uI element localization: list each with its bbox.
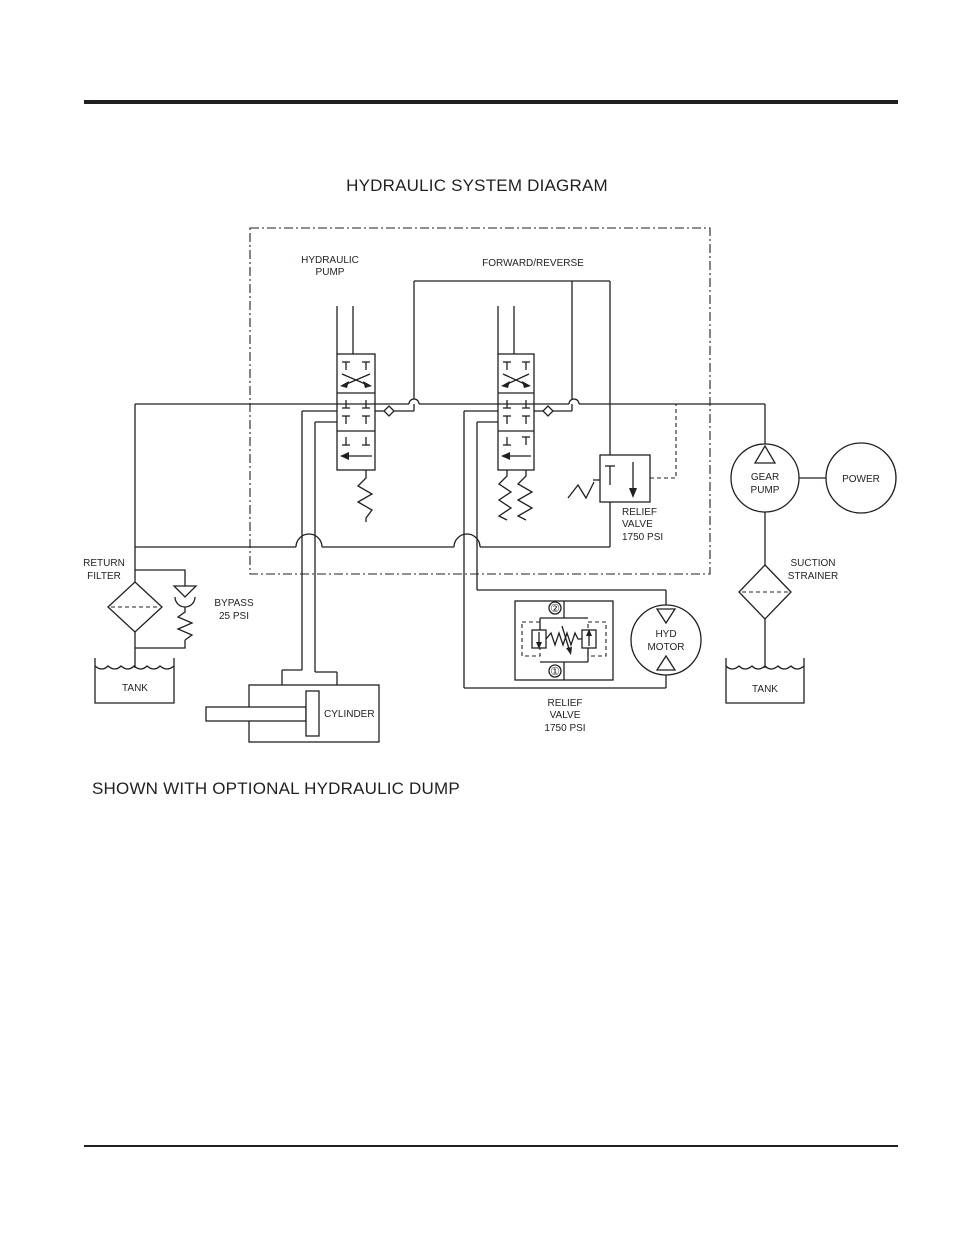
relief-valve-upper xyxy=(568,404,676,502)
label-tank-left: TANK xyxy=(122,683,148,694)
label-bypass-2: 25 PSI xyxy=(219,611,249,622)
label-relief-valve-upper-2: VALVE xyxy=(622,519,653,530)
label-hyd-motor-1: HYD xyxy=(655,629,676,640)
suction-strainer xyxy=(739,565,791,619)
label-bypass-1: BYPASS xyxy=(214,598,254,609)
label-gear-pump-2: PUMP xyxy=(751,485,780,496)
label-relief-valve-lower-3: 1750 PSI xyxy=(544,723,585,734)
label-relief-valve-upper-3: 1750 PSI xyxy=(622,532,663,543)
label-return-filter-2: FILTER xyxy=(87,571,121,582)
label-hydraulic-pump-2: PUMP xyxy=(316,267,345,278)
hyd-motor xyxy=(631,605,701,675)
pressure-line xyxy=(135,281,765,582)
label-suction-strainer-2: STRAINER xyxy=(788,571,839,582)
port-1-marker: ① xyxy=(550,666,560,678)
relief-valve-lower xyxy=(515,601,613,680)
label-relief-valve-upper-1: RELIEF xyxy=(622,507,657,518)
diagram-caption: SHOWN WITH OPTIONAL HYDRAULIC DUMP xyxy=(92,779,460,799)
label-relief-valve-lower-2: VALVE xyxy=(550,710,581,721)
label-forward-reverse: FORWARD/REVERSE xyxy=(482,258,584,269)
label-relief-valve-lower-1: RELIEF xyxy=(547,698,582,709)
label-hydraulic-pump-1: HYDRAULIC xyxy=(301,255,359,266)
label-return-filter-1: RETURN xyxy=(83,558,125,569)
forward-reverse-valve xyxy=(498,306,534,520)
label-suction-strainer-1: SUCTION xyxy=(791,558,836,569)
return-filter xyxy=(108,582,162,632)
return-line xyxy=(135,502,610,547)
label-power: POWER xyxy=(842,474,880,485)
label-tank-right: TANK xyxy=(752,684,778,695)
label-hyd-motor-2: MOTOR xyxy=(647,642,684,653)
cylinder-lines xyxy=(302,411,337,670)
label-gear-pump-1: GEAR xyxy=(751,472,779,483)
label-cylinder: CYLINDER xyxy=(324,709,375,720)
hydraulic-pump-valve xyxy=(337,306,375,522)
port-2-marker: ② xyxy=(550,603,560,615)
cylinder xyxy=(206,670,379,742)
bottom-rule xyxy=(84,1145,898,1147)
